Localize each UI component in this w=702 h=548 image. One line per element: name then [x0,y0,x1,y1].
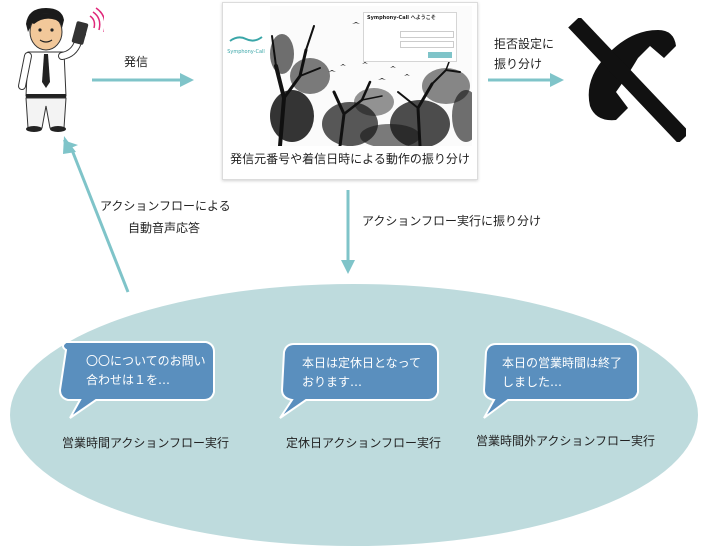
response-label-line1: アクションフローによる [100,199,231,213]
login-button[interactable] [428,52,452,58]
reject-arrow [488,73,564,87]
bubble-business-hours-text: 〇〇についてのお問い 合わせは１を… [86,352,206,390]
bubble-after-hours-text: 本日の営業時間は終了 しました… [502,354,622,392]
bubble-holiday-text: 本日は定休日となって おります… [302,354,421,392]
response-arrow [63,136,130,293]
bubble-after-hours-line2: しました… [502,375,563,389]
holiday-flow-label: 定休日アクションフロー実行 [286,436,442,450]
logo-swirl-icon [229,36,263,42]
reject-label-line1: 拒否設定に [494,37,555,51]
reject-label-line2: 振り分け [494,57,543,71]
bubble-holiday-line1: 本日は定休日となって [302,356,422,370]
login-password-field[interactable] [400,41,454,48]
reject-label: 拒否設定に 振り分け [494,34,554,74]
person-with-phone-icon [18,7,104,132]
logo-text: Symphony-Call [227,49,265,55]
action-flow-region [10,284,698,546]
business-hours-flow-label: 営業時間アクションフロー実行 [62,436,230,450]
login-panel: Symphony-Call へようこそ [363,12,457,62]
bubble-after-hours-line1: 本日の営業時間は終了 [502,356,623,370]
speech-bubble-holiday [279,343,439,419]
tree-silhouette-image [270,6,472,146]
app-logo: Symphony-Call [224,30,268,55]
route-arrow [341,190,355,274]
login-title: Symphony-Call へようこそ [367,15,436,21]
speech-bubble-after-hours [482,343,639,419]
speech-bubble-business-hours [58,341,215,419]
routing-caption: 発信元番号や着信日時による動作の振り分け [230,152,470,166]
login-user-field[interactable] [400,31,454,38]
outgoing-call-arrow [92,73,194,87]
blocked-call-icon [568,16,690,144]
blocked-call-panel [566,16,690,144]
bubble-business-hours-line2: 合わせは１を… [86,373,171,387]
bubble-business-hours-line1: 〇〇についてのお問い [86,354,206,368]
route-label: アクションフロー実行に振り分け [362,214,542,228]
after-hours-flow-label: 営業時間外アクションフロー実行 [476,434,656,448]
outgoing-call-label: 発信 [124,55,149,69]
response-label-line2: 自動音声応答 [127,221,200,235]
response-label: アクションフローによる 自動音声応答 [100,195,231,239]
bubble-holiday-line2: おります… [302,375,363,389]
